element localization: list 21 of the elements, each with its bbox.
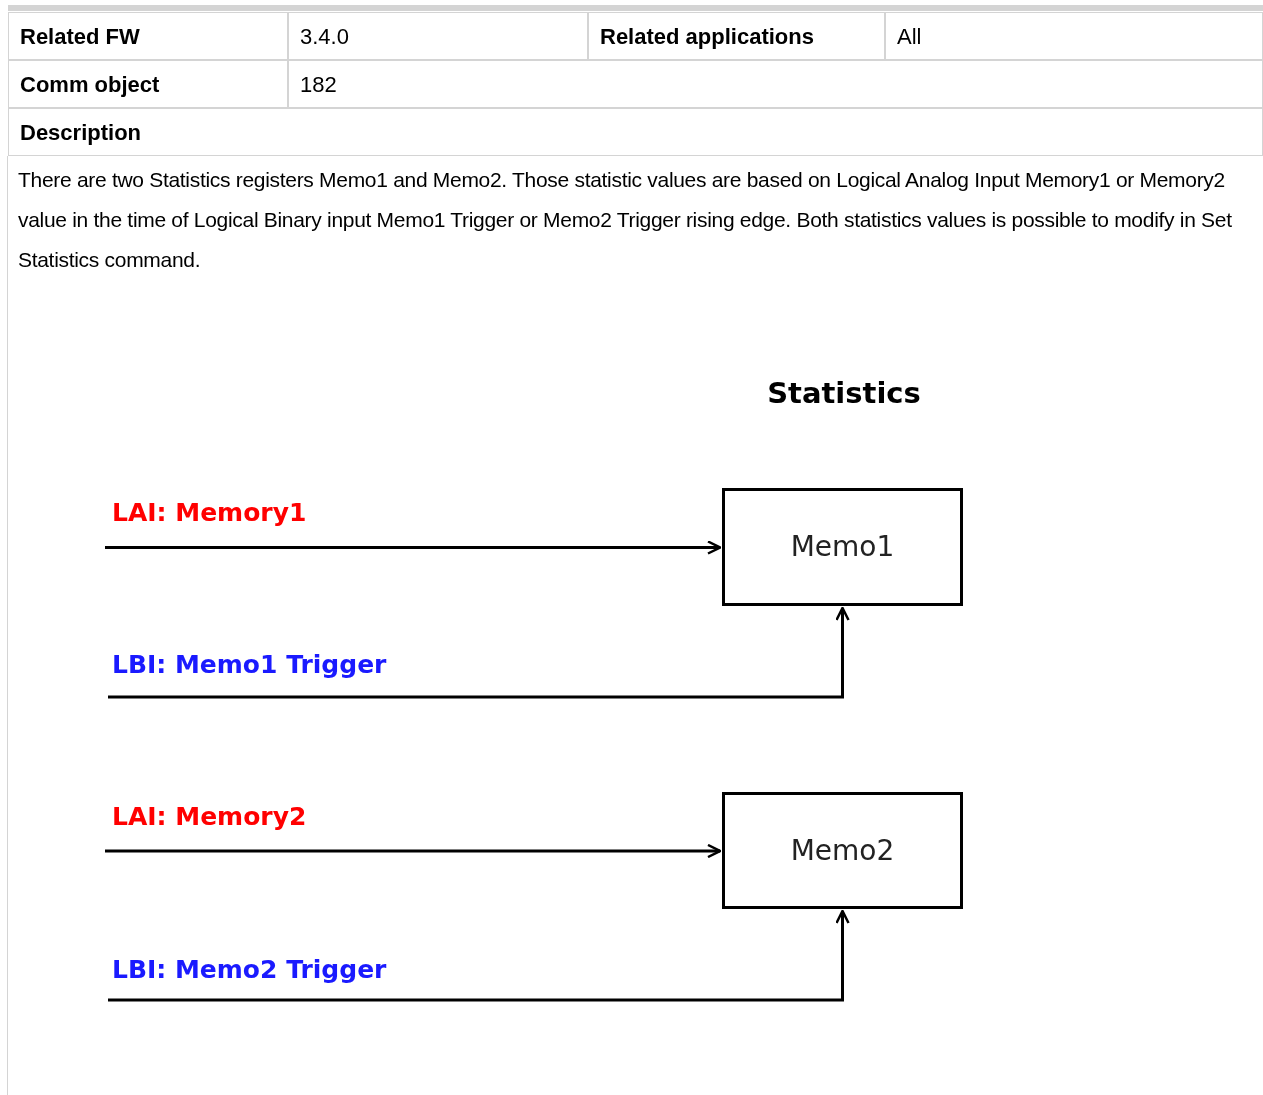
arrow xyxy=(108,606,850,699)
header-cell: Related applications xyxy=(588,12,885,60)
process-box xyxy=(722,488,963,606)
value-cell: 3.4.0 xyxy=(288,12,588,60)
box-label: Memo2 xyxy=(790,832,895,869)
arrow xyxy=(108,909,850,1002)
edge-label: LBI: Memo1 Trigger xyxy=(112,649,387,681)
edge-label: LAI: Memory2 xyxy=(112,801,307,833)
value-cell: 182 xyxy=(288,60,1263,108)
arrow xyxy=(105,843,722,859)
edge-label: LBI: Memo2 Trigger xyxy=(112,954,387,986)
description-text: There are two Statistics registers Memo1 and Memo2. Those statistic values are based on Logical Analog Input Memory1 or Memory2 value in the time of Logical Binary input Memo1 Trigger or Memo2 Trigger rising edge. Both statistics values is possible to modify in Set Statistics command. xyxy=(18,167,1233,273)
header-cell: Description xyxy=(8,108,1263,156)
arrow xyxy=(105,540,722,555)
edge-label: LAI: Memory1 xyxy=(112,497,307,529)
header-cell: Comm object xyxy=(8,60,288,108)
box-label: Memo1 xyxy=(790,529,895,565)
diagram-title: Statistics xyxy=(766,375,922,412)
header-cell: Related FW xyxy=(8,12,288,60)
process-box xyxy=(722,792,963,909)
value-cell: All xyxy=(885,12,1263,60)
